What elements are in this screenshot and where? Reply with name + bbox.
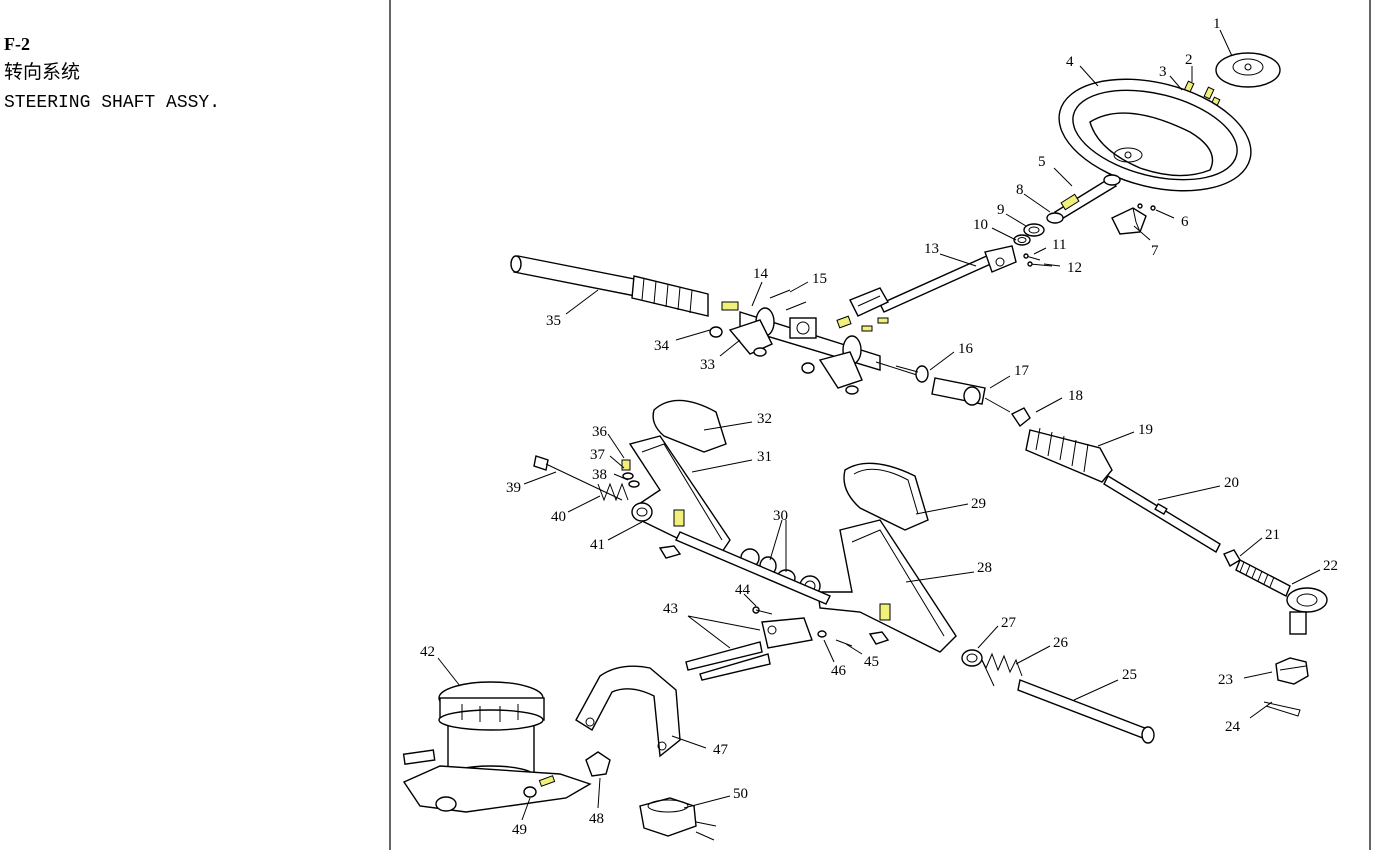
callout-46: 46 (831, 663, 847, 679)
callout-8: 8 (1016, 182, 1024, 198)
callout-4: 4 (1066, 54, 1074, 70)
callout-10: 10 (973, 217, 988, 233)
title-chinese: 转向系统 (4, 61, 81, 83)
part-22-tie-rod-end (1235, 559, 1328, 635)
part-11-12-bolts (1023, 253, 1053, 267)
callout-44: 44 (735, 582, 751, 598)
callout-9: 9 (997, 202, 1005, 218)
part-1-horn-cap (1215, 52, 1281, 88)
callout-47: 47 (713, 742, 729, 758)
part-25-pedal-rod (1017, 679, 1155, 744)
callout-25: 25 (1122, 667, 1137, 683)
callout-38: 38 (592, 467, 607, 483)
callout-19: 19 (1138, 422, 1153, 438)
callout-43: 43 (663, 601, 678, 617)
callout-36: 36 (592, 424, 608, 440)
part-26-spring (979, 652, 1023, 687)
part-49-bolt (523, 775, 556, 798)
part-33-34-brackets (709, 319, 863, 395)
part-41-bushing (631, 502, 653, 522)
part-4-steering-wheel (1058, 78, 1252, 192)
callout-20: 20 (1224, 475, 1239, 491)
exploded-parts-diagram: 1 2 3 4 5 6 7 8 9 10 11 12 13 14 15 16 1… (389, 0, 1371, 850)
part-21-jam-nut (1223, 549, 1241, 567)
part-23-castle-nut (1275, 657, 1309, 685)
callout-3: 3 (1159, 64, 1167, 80)
callout-33: 33 (700, 357, 715, 373)
callout-42: 42 (420, 644, 435, 660)
part-24-cotter-pin (1263, 701, 1301, 717)
callout-17: 17 (1014, 363, 1030, 379)
part-6-7-bracket (1111, 203, 1156, 235)
callout-13: 13 (924, 241, 939, 257)
callout-22: 22 (1323, 558, 1338, 574)
part-36-38-screws (621, 459, 640, 488)
callout-28: 28 (977, 560, 992, 576)
callout-37: 37 (590, 447, 606, 463)
callout-39: 39 (506, 480, 521, 496)
callout-7: 7 (1151, 243, 1159, 259)
title-english: STEERING SHAFT ASSY. (4, 93, 221, 113)
part-32-accelerator-pad (652, 399, 727, 453)
callout-49: 49 (512, 822, 527, 838)
part-39-pivot-bolt (533, 455, 623, 501)
header: F-2 转向系统 STEERING SHAFT ASSY. (4, 32, 384, 116)
part-48-nut (585, 751, 611, 777)
part-28-brake-pedal-arm (817, 519, 957, 653)
part-27-washer (961, 649, 983, 667)
page-code: F-2 (4, 34, 30, 54)
callout-26: 26 (1053, 635, 1069, 651)
part-8-10-washers (1013, 212, 1064, 246)
part-17-housing-tube (931, 377, 1011, 413)
part-44-46-small-parts (752, 606, 853, 647)
part-18-lock-nut (1010, 407, 1031, 428)
callout-labels: 1 2 3 4 5 6 7 8 9 10 11 12 13 14 15 16 1… (420, 16, 1338, 838)
callout-6: 6 (1181, 214, 1189, 230)
callout-50: 50 (733, 786, 748, 802)
callout-2: 2 (1185, 52, 1193, 68)
part-47-pedal-bracket (575, 665, 681, 758)
part-19-rubber-boot (1025, 427, 1113, 483)
callout-11: 11 (1052, 237, 1066, 253)
part-40-spring (597, 482, 629, 502)
callout-18: 18 (1068, 388, 1083, 404)
callout-15: 15 (812, 271, 827, 287)
callout-30: 30 (773, 508, 788, 524)
leader-lines (437, 29, 1321, 821)
part-50-brake-switch (639, 797, 717, 841)
callout-40: 40 (551, 509, 566, 525)
part-15-bolts (769, 289, 889, 332)
callout-12: 12 (1067, 260, 1082, 276)
part-43-linkage (685, 617, 813, 681)
callout-35: 35 (546, 313, 561, 329)
callout-29: 29 (971, 496, 986, 512)
pedal-pivot-shaft (675, 531, 831, 605)
part-35-rack-tube (510, 255, 709, 317)
callout-27: 27 (1001, 615, 1017, 631)
callout-14: 14 (753, 266, 769, 282)
part-5-upper-shaft (1054, 174, 1121, 221)
part-42-master-cylinder (402, 681, 592, 813)
callout-31: 31 (757, 449, 772, 465)
callout-21: 21 (1265, 527, 1280, 543)
part-16-nut (895, 365, 929, 383)
callout-34: 34 (654, 338, 670, 354)
callout-45: 45 (864, 654, 879, 670)
part-29-brake-pedal-pad (843, 462, 929, 531)
part-20-tie-rod (1103, 475, 1221, 553)
callout-48: 48 (589, 811, 604, 827)
callout-32: 32 (757, 411, 772, 427)
callout-41: 41 (590, 537, 605, 553)
callout-24: 24 (1225, 719, 1241, 735)
callout-23: 23 (1218, 672, 1233, 688)
callout-1: 1 (1213, 16, 1221, 32)
callout-16: 16 (958, 341, 974, 357)
callout-5: 5 (1038, 154, 1046, 170)
